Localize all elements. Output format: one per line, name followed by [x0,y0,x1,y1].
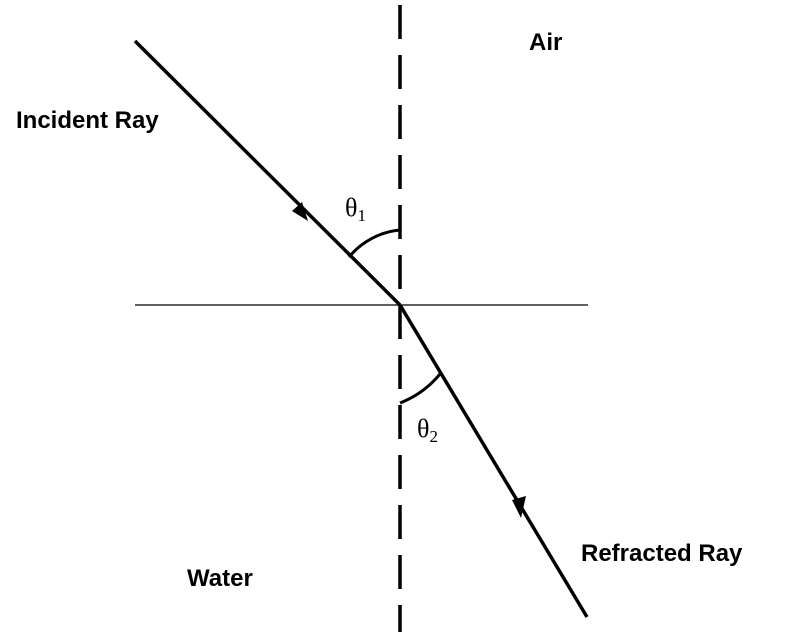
theta1-symbol: θ [345,193,358,222]
theta1-label: θ1 [345,193,366,225]
theta2-subscript: 2 [429,427,438,446]
theta2-symbol: θ [417,414,430,443]
refracted-arrowhead [512,496,526,518]
incident-ray-label: Incident Ray [16,107,159,134]
refracted-ray [398,304,589,618]
medium-air-label: Air [529,29,563,56]
medium-water-label: Water [187,565,253,592]
incident-arrowhead [292,202,308,221]
theta1-arc [347,228,401,258]
theta2-label: θ2 [417,414,438,446]
refracted-ray-label: Refracted Ray [581,540,743,567]
theta2-arc [399,373,442,405]
incident-ray [133,39,402,307]
theta1-subscript: 1 [357,206,366,225]
